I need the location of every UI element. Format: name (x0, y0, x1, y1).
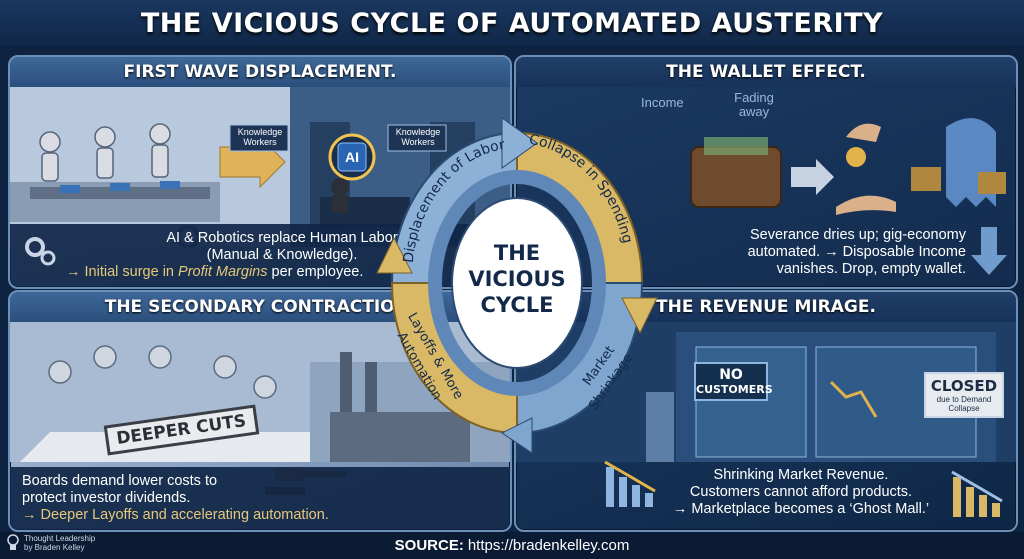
brand-line: by Braden Kelley (24, 543, 85, 552)
income-label: Income (641, 95, 684, 110)
arrowhead-icon (501, 417, 533, 454)
caption-line: automated. → Disposable Income (747, 244, 966, 260)
declining-bar-chart-icon (604, 460, 656, 507)
caption: Shrinking Market Revenue. Customers cann… (651, 467, 951, 518)
caption-line: Severance dries up; gig-economy (749, 227, 966, 243)
caption-line: Customers cannot afford products. (689, 484, 913, 500)
caption-arrow-text: → Initial surge in (66, 264, 179, 280)
caption: Boards demand lower costs to protect inv… (10, 467, 510, 530)
source-label: SOURCE: (394, 537, 464, 554)
caption-line: → Deeper Layoffs and accelerating automa… (22, 507, 329, 523)
title-bar: THE VICIOUS CYCLE OF AUTOMATED AUSTERITY (0, 0, 1024, 46)
kiosk-icon (646, 392, 674, 462)
center-label: THE (494, 241, 540, 265)
panel-heading: THE WALLET EFFECT. (516, 57, 1016, 87)
vicious-cycle-diagram: Displacement of Labor Collapse in Spendi… (376, 117, 658, 454)
highlight-text: Profit Margins (178, 264, 268, 280)
hand-icon (836, 195, 896, 215)
hand-icon (846, 123, 881, 142)
caption-line: → Marketplace becomes a ‘Ghost Mall.’ (672, 501, 930, 517)
declining-bar-chart-icon (951, 470, 1003, 517)
brand-logo: Thought Leadership by Braden Kelley (6, 534, 95, 552)
caption-line: AI & Robotics replace Human Labor (166, 230, 398, 246)
ai-chip-label: AI (345, 149, 359, 165)
wallet-icon (690, 146, 782, 208)
caption-line: Shrinking Market Revenue. (713, 467, 889, 483)
gears-icon (25, 237, 56, 266)
sign-line: CLOSED (930, 377, 998, 395)
brand-line: Thought Leadership (24, 534, 96, 543)
center-label: CYCLE (480, 293, 553, 317)
inner-ring (428, 170, 606, 396)
panel-secondary-contraction: THE SECONDARY CONTRACTION. DEEPER CUTS B… (8, 290, 512, 532)
no-customers-sign: NO CUSTOMERS (694, 362, 773, 401)
wallet-scene-illustration (690, 118, 1006, 215)
down-arrow-icon (971, 227, 1007, 275)
fading-label: Fading away (734, 90, 774, 119)
caption-line: → Initial surge in Profit Margins per em… (66, 264, 498, 281)
closed-sign: CLOSED due to Demand Collapse (924, 372, 1004, 418)
caption-line: Boards demand lower costs to (22, 473, 218, 489)
page-title: THE VICIOUS CYCLE OF AUTOMATED AUSTERITY (140, 7, 884, 39)
center-label: VICIOUS (468, 267, 565, 291)
right-arrow-icon (791, 159, 834, 195)
factory-scene-illustration (10, 87, 510, 247)
coin-icon (846, 147, 866, 167)
caption: Severance dries up; gig-economy automate… (666, 227, 966, 278)
caption-line: protect investor dividends. (22, 490, 191, 506)
sign-line: NO (719, 367, 743, 383)
arrowhead-icon (621, 297, 658, 335)
footer: SOURCE: https://bradenkelley.com (0, 532, 1024, 559)
knowledge-workers-sign: Knowledge Workers (395, 127, 441, 147)
arrowhead-icon (501, 117, 538, 169)
sign-line: due to Demand Collapse (936, 395, 992, 413)
knowledge-workers-sign: Knowledge Workers (237, 127, 283, 147)
caption-line: vanishes. Drop, empty wallet. (776, 261, 966, 277)
panel-heading: FIRST WAVE DISPLACEMENT. (10, 57, 510, 87)
boardroom-scene-illustration (10, 322, 510, 462)
sign-line: CUSTOMERS (696, 383, 773, 396)
caption-suffix: per employee. (267, 264, 364, 280)
lightbulb-icon (7, 534, 19, 550)
arrowhead-icon (376, 236, 413, 274)
source-link[interactable]: https://bradenkelley.com (467, 537, 630, 554)
caption-line: (Manual & Knowledge). (206, 247, 358, 263)
